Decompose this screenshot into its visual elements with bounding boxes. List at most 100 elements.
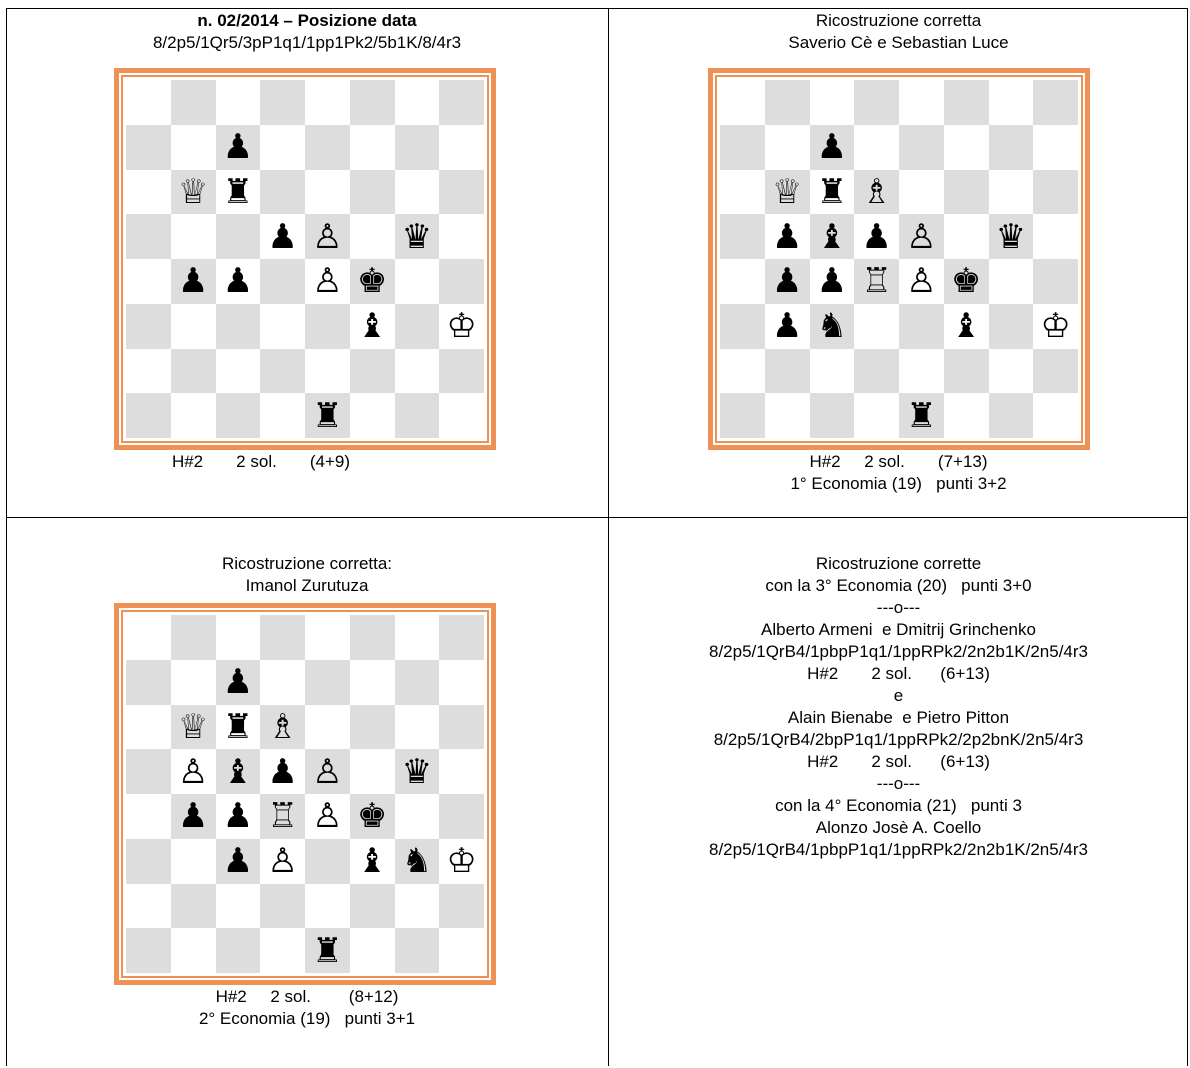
board-square <box>170 659 216 705</box>
board-square <box>215 303 261 349</box>
board-square <box>126 928 171 973</box>
black-knight-piece: ♞ <box>394 838 440 884</box>
board-square <box>126 659 171 705</box>
black-pawn-piece: ♟ <box>764 303 810 349</box>
board-square <box>394 659 440 705</box>
black-pawn-piece: ♟ <box>260 749 305 794</box>
board-square <box>394 80 440 125</box>
board-square <box>260 169 305 215</box>
board-square <box>439 659 484 705</box>
board-square <box>260 80 305 125</box>
board-square <box>394 124 440 170</box>
board-square <box>349 659 395 705</box>
economy-line: 2° Economia (19) punti 3+1 <box>198 1009 416 1028</box>
board-square <box>764 393 810 438</box>
board-square <box>988 348 1034 394</box>
board-square <box>394 393 440 438</box>
board-square <box>349 749 395 794</box>
board-square <box>439 124 484 170</box>
board-square <box>720 348 765 394</box>
board-square <box>899 80 944 125</box>
board-square <box>394 704 440 750</box>
chess-board: ♟♕♜♟♙♛♟♟♙♚♝♔♜ <box>126 80 484 438</box>
table-divider-horizontal <box>6 517 1188 518</box>
white-king-piece: ♔ <box>439 303 484 349</box>
black-pawn-piece: ♟ <box>170 259 216 304</box>
white-bishop-piece: ♗ <box>260 704 305 750</box>
authors-line: Alain Bienabe e Pietro Pitton <box>787 708 1010 727</box>
black-pawn-piece: ♟ <box>260 214 305 259</box>
fen-line: 8/2p5/1QrB4/2bpP1q1/1ppRPk2/2p2bnK/2n5/4… <box>713 730 1084 749</box>
board-square <box>720 124 765 170</box>
board-square <box>439 214 484 259</box>
board-square <box>439 928 484 973</box>
cell-caption: H#2 2 sol. (7+13) 1° Economia (19) punti… <box>609 451 1188 495</box>
board-square <box>439 704 484 750</box>
white-pawn-piece: ♙ <box>899 214 944 259</box>
board-square <box>126 124 171 170</box>
white-pawn-piece: ♙ <box>305 749 350 794</box>
board-square <box>349 80 395 125</box>
chess-board-frame: ♟♕♜♟♙♛♟♟♙♚♝♔♜ <box>114 68 496 450</box>
board-square <box>899 348 944 394</box>
economy-line: con la 3° Economia (20) punti 3+0 <box>765 576 1032 595</box>
board-square <box>809 393 855 438</box>
board-square <box>988 80 1034 125</box>
black-rook-piece: ♜ <box>809 169 855 215</box>
board-square <box>349 124 395 170</box>
black-queen-piece: ♛ <box>988 214 1034 259</box>
board-square <box>170 838 216 884</box>
cell-authors: Imanol Zurutuza <box>245 576 369 595</box>
black-rook-piece: ♜ <box>215 704 261 750</box>
board-square <box>349 928 395 973</box>
white-pawn-piece: ♙ <box>260 838 305 884</box>
stipulation-line: H#2 2 sol. (6+13) <box>807 664 990 683</box>
black-pawn-piece: ♟ <box>764 214 810 259</box>
board-square <box>126 794 171 839</box>
fen-line: 8/2p5/1QrB4/1pbpP1q1/1ppRPk2/2n2b1K/2n5/… <box>708 642 1088 661</box>
conjunction: e <box>893 686 904 705</box>
board-square <box>215 80 261 125</box>
separator: ---o--- <box>876 774 921 793</box>
chess-board-frame: ♟♕♜♗♙♝♟♙♛♟♟♖♙♚♟♙♝♞♔♜ <box>114 603 496 985</box>
board-square <box>305 169 350 215</box>
board-square <box>988 393 1034 438</box>
black-king-piece: ♚ <box>349 794 395 839</box>
board-square <box>305 838 350 884</box>
board-square <box>1033 348 1078 394</box>
cell-title: n. 02/2014 – Posizione data <box>197 11 417 30</box>
separator: ---o--- <box>876 598 921 617</box>
board-square <box>943 348 989 394</box>
table-border-left <box>6 8 7 1066</box>
white-pawn-piece: ♙ <box>305 259 350 304</box>
black-pawn-piece: ♟ <box>215 838 261 884</box>
economy-line: 1° Economia (19) punti 3+2 <box>790 474 1007 493</box>
table-divider-vertical <box>608 8 609 1066</box>
board-square <box>126 749 171 794</box>
board-square <box>170 124 216 170</box>
board-square <box>899 303 944 349</box>
chess-board-inner-frame: ♟♕♜♗♟♝♟♙♛♟♟♖♙♚♟♞♝♔♜ <box>715 75 1083 443</box>
board-square <box>394 169 440 215</box>
economy-line: con la 4° Economia (21) punti 3 <box>775 796 1022 815</box>
board-square <box>349 348 395 394</box>
board-square <box>349 883 395 929</box>
board-square <box>126 80 171 125</box>
board-square <box>170 80 216 125</box>
board-square <box>854 303 899 349</box>
board-square <box>439 883 484 929</box>
board-square <box>394 348 440 394</box>
board-square <box>988 169 1034 215</box>
black-rook-piece: ♜ <box>305 928 350 973</box>
board-square <box>215 883 261 929</box>
board-square <box>1033 393 1078 438</box>
cell-authors: Saverio Cè e Sebastian Luce <box>788 33 1009 52</box>
cell-correct-reconstructions-list: Ricostruzione corrette con la 3° Economi… <box>609 553 1188 861</box>
board-square <box>126 348 171 394</box>
board-square <box>126 303 171 349</box>
board-square <box>1033 124 1078 170</box>
board-square <box>439 348 484 394</box>
table-border-right <box>1187 8 1188 1066</box>
board-square <box>439 80 484 125</box>
cell-correct-reconstruction-2: Ricostruzione corretta: Imanol Zurutuza <box>6 553 608 597</box>
